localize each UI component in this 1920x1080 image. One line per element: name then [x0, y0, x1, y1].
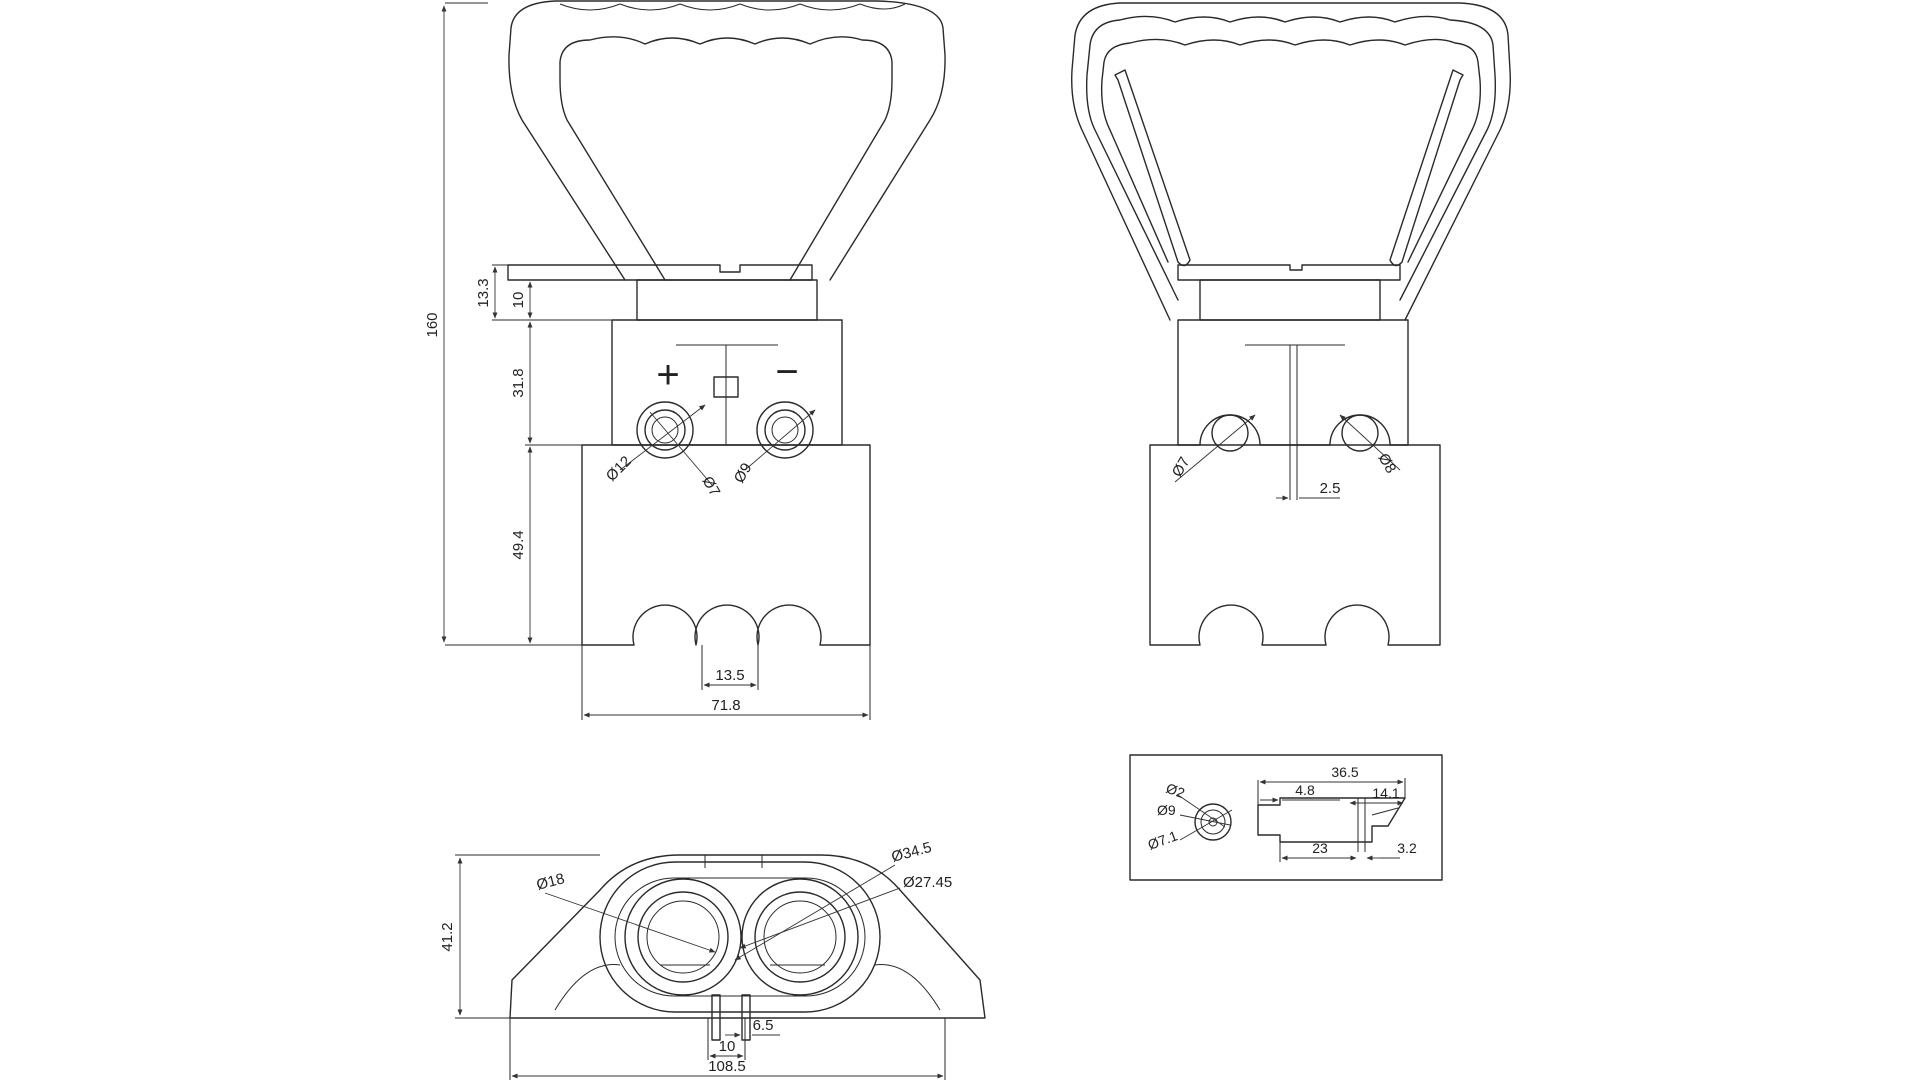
bottom-width-dim: 108.5	[708, 1058, 746, 1075]
side-handle-outer	[1071, 2, 1511, 321]
plus-label: +	[656, 353, 679, 397]
side-handle-mid	[1085, 15, 1497, 301]
bottom-outline	[509, 854, 986, 1019]
rear-length-dim: 23	[1312, 840, 1328, 856]
lower-body	[581, 444, 871, 646]
top-block	[636, 279, 818, 321]
total-length-dim: 36.5	[1331, 764, 1358, 780]
side-left-hole	[1211, 414, 1249, 452]
side-view: Ø7 Ø8 2.5	[1071, 2, 1511, 646]
side-top-block	[1199, 279, 1381, 321]
overall-height-dim: 160	[424, 312, 441, 337]
outer-ring-dim: Ø12	[603, 453, 635, 485]
pin-width-dim: 6.5	[753, 1017, 774, 1034]
side-right-hole-dim: Ø8	[1375, 451, 1400, 477]
front-view: + − Ø12 Ø7 Ø9 160 13.3	[424, 0, 946, 720]
top-cap-dim: 13.3	[475, 278, 492, 307]
handle-outer	[508, 0, 946, 281]
bottom-height-dim: 41.2	[439, 922, 456, 951]
twin-socket-housing	[599, 861, 881, 1013]
side-right-hole	[1341, 414, 1379, 452]
contact-body	[1257, 797, 1406, 843]
contact-end-outer	[1194, 803, 1232, 841]
side-top-cap	[1177, 264, 1401, 281]
tip-dim: Ø2	[1164, 780, 1187, 801]
bottom-view: Ø18 Ø34.5 Ø27.45 41.2 6.5 10 108.5	[439, 839, 986, 1080]
plus-terminal	[636, 401, 694, 459]
pin-left	[711, 994, 721, 1041]
slot-width-dim: 2.5	[1320, 480, 1341, 497]
middle-housing	[611, 319, 843, 446]
right-socket	[741, 878, 859, 996]
inner-hole-dim: Ø7	[699, 474, 724, 500]
outer-bore-dim: Ø34.5	[890, 839, 934, 866]
left-socket	[624, 878, 742, 996]
shank-dim: Ø7.1	[1146, 827, 1180, 852]
contact-detail: Ø2 Ø9 Ø7.1 36.5 4.8 14.1 23 3.2	[1129, 754, 1443, 881]
top-cap	[507, 264, 813, 281]
inner-bore-dim: Ø27.45	[903, 874, 952, 891]
side-middle	[1177, 319, 1409, 446]
detail-frame	[1129, 754, 1443, 881]
body-dim: Ø9	[1157, 802, 1176, 818]
barrel-length-dim: 14.1	[1372, 785, 1399, 801]
notch-gap-dim: 13.5	[715, 667, 744, 684]
side-lower-body	[1149, 414, 1441, 646]
middle-dim: 31.8	[510, 368, 527, 397]
side-left-hole-dim: Ø7	[1169, 454, 1194, 480]
front-length-dim: 4.8	[1295, 782, 1315, 798]
barb-dim: 3.2	[1397, 840, 1417, 856]
handle-inner	[559, 36, 893, 281]
body-width-dim: 71.8	[711, 697, 740, 714]
pin-spacing-dim: 10	[719, 1038, 736, 1055]
top-block-dim: 10	[510, 292, 527, 309]
socket-dim: Ø18	[535, 870, 567, 894]
minus-label: −	[775, 350, 798, 394]
side-handle-inner	[1100, 38, 1482, 263]
minus-terminal	[756, 401, 814, 459]
pin-right	[741, 994, 751, 1041]
lower-body-dim: 49.4	[510, 530, 527, 559]
